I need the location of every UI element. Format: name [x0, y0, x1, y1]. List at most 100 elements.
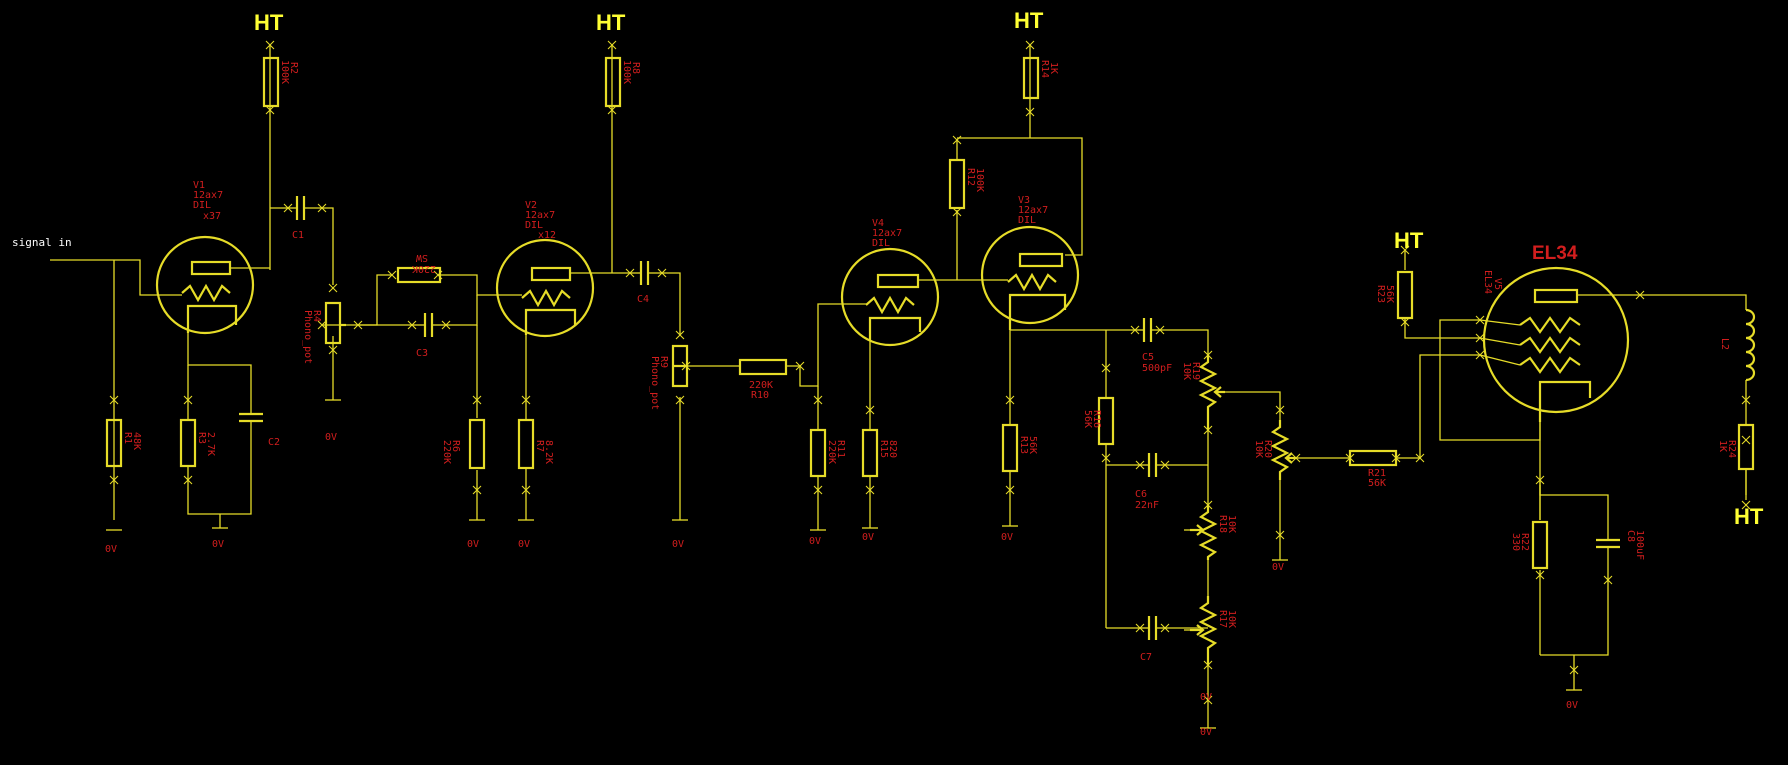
v1-pkg: DIL [193, 200, 211, 211]
v3-pkg: DIL [1018, 215, 1036, 226]
r24-val: 1K [1717, 440, 1728, 452]
resistor-r23 [1396, 270, 1414, 320]
pin-marker [1135, 623, 1145, 633]
pin-marker [317, 203, 327, 213]
r7-ref: R7 [534, 440, 545, 452]
valve-v3 [980, 225, 1080, 330]
r11-val: 220K [826, 440, 837, 464]
pin-marker [1203, 695, 1213, 705]
p2-ref: R18 [1217, 515, 1228, 533]
pin-marker [433, 270, 443, 280]
r15-val: 820 [887, 440, 898, 458]
pin-marker [1741, 500, 1751, 510]
l2-ref: L2 [1719, 338, 1730, 350]
pin-marker [865, 485, 875, 495]
resistor-r12 [948, 158, 966, 210]
pin-marker [328, 345, 338, 355]
r9-ref: R9 [658, 356, 669, 368]
pin-marker [1391, 453, 1401, 463]
gnd-label: 0V [862, 532, 874, 543]
capacitors [239, 196, 1620, 640]
c2-ref: C2 [268, 437, 280, 448]
p4-ref: R20 [1262, 440, 1273, 458]
resistor-r7 [517, 418, 535, 470]
pot-r4 [324, 301, 342, 345]
r11-ref: R11 [835, 440, 846, 458]
ht-label-4: HT [1394, 228, 1424, 253]
pin-marker [675, 330, 685, 340]
pin-marker [1160, 623, 1170, 633]
component-labels: 100K R2 100K R8 R14 1K R12 100K R1 48K R… [122, 60, 1737, 663]
pin-marker [1535, 475, 1545, 485]
zigzag-pots [340, 323, 1296, 665]
pin-marker [952, 135, 962, 145]
gnd-label: 0V [1566, 700, 1578, 711]
r5-ref: SW [415, 252, 428, 263]
r12-ref: R12 [965, 168, 976, 186]
r23-ref: R23 [1375, 285, 1386, 303]
r15-ref: R15 [878, 440, 889, 458]
resistor-r10 [738, 358, 788, 376]
r2-val: 100K [279, 60, 290, 84]
c7-ref: C7 [1140, 652, 1152, 663]
pin-marker [521, 395, 531, 405]
p2-val: 10K [1226, 515, 1237, 533]
pin-marker [1569, 665, 1579, 675]
r5-val: 220K [412, 263, 436, 274]
c8-val: 100uF [1634, 530, 1645, 560]
pin-marker [1291, 453, 1301, 463]
pin-marker [625, 268, 635, 278]
p4-val: 10K [1253, 440, 1264, 458]
r14-ref: R14 [1039, 60, 1050, 78]
resistors [105, 56, 1755, 570]
gnd-label: 0V [518, 539, 530, 550]
v5-type: EL34 [1482, 270, 1493, 294]
valve-v4 [840, 247, 940, 347]
resistor-r24 [1737, 423, 1755, 471]
resistor-r3 [179, 418, 197, 468]
pin-marker [317, 320, 327, 330]
pin-marker [657, 268, 667, 278]
capacitor-c5 [1135, 318, 1160, 342]
pin-marker [607, 40, 617, 50]
v4-ref: V4 [872, 218, 884, 229]
pin-marker [183, 395, 193, 405]
r8-ref: R8 [630, 62, 641, 74]
resistor-r15 [861, 428, 879, 478]
gnd-label: 0V [467, 539, 479, 550]
pin-marker [1203, 425, 1213, 435]
valve-v1 [155, 235, 270, 335]
pin-marker [1741, 395, 1751, 405]
pot-r17 [1198, 596, 1218, 665]
pin-marker [1025, 40, 1035, 50]
r21-ref: R21 [1368, 468, 1386, 479]
pin-marker [865, 405, 875, 415]
pin-marker [1535, 570, 1545, 580]
el34-title: EL34 [1532, 243, 1578, 264]
r12-val: 100K [974, 168, 985, 192]
pin-marker [109, 395, 119, 405]
wires [50, 45, 1747, 728]
valve-v2 [495, 238, 598, 338]
r3-ref: R3 [196, 432, 207, 444]
ht-label-1: HT [254, 10, 284, 35]
r4-ref: R4 [311, 310, 322, 322]
r8-val: 100K [621, 60, 632, 84]
pin-marker [521, 485, 531, 495]
v4-type: 12ax7 [872, 228, 902, 239]
r10-ref: R10 [751, 390, 769, 401]
gnd-label: 0V [1200, 692, 1212, 703]
v5-ref: V5 [1492, 278, 1503, 290]
pin-marker [607, 105, 617, 115]
pin-marker [681, 361, 691, 371]
p3-val: 10K [1226, 610, 1237, 628]
pin-marker [1275, 530, 1285, 540]
capacitor-c6 [1140, 453, 1165, 477]
r6-ref: R6 [450, 440, 461, 452]
v2-type: 12ax7 [525, 210, 555, 221]
resistor-r5 [396, 266, 442, 284]
resistor-r21 [1348, 449, 1398, 467]
capacitor-c4 [630, 261, 662, 285]
v4-pkg: DIL [872, 238, 890, 249]
gnd-label: 0V [672, 539, 684, 550]
